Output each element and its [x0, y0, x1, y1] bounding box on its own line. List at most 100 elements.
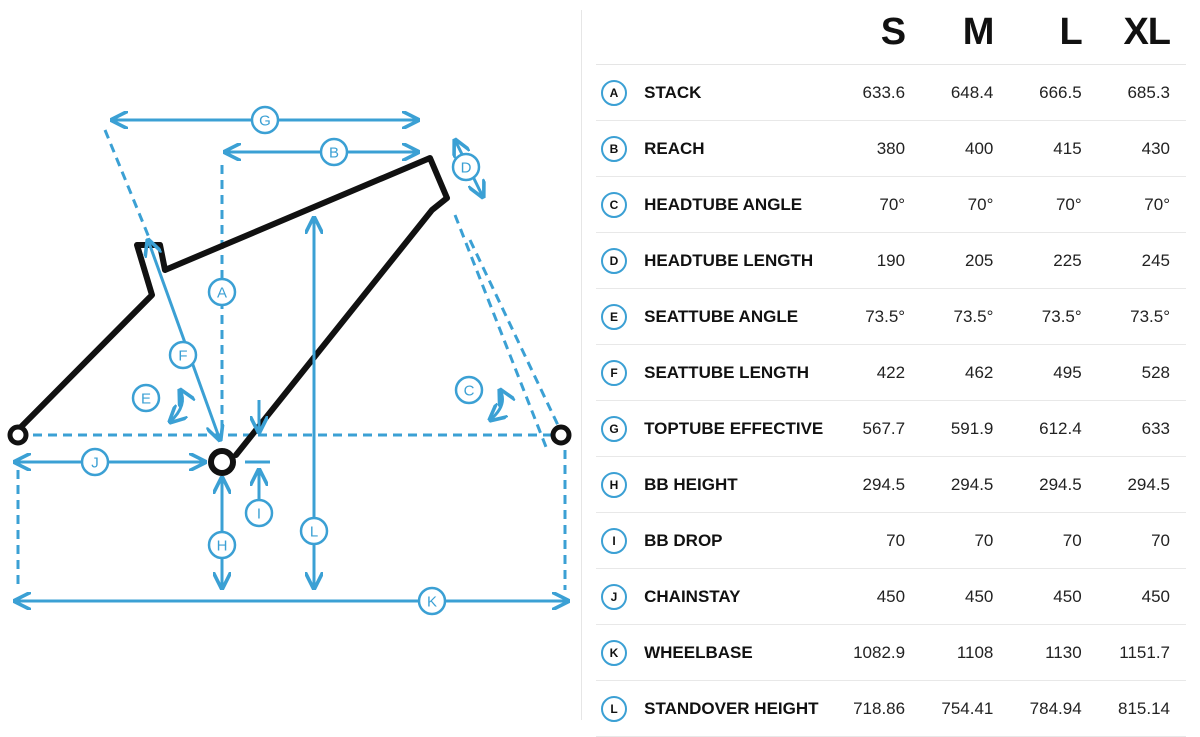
size-header: M	[921, 0, 1010, 65]
dimension-value: 70°	[1097, 176, 1186, 233]
dimension-value: 685.3	[1097, 64, 1186, 121]
dimension-value: 1082.9	[832, 624, 922, 681]
dimension-value: 70	[921, 512, 1010, 569]
dashed-guides	[16, 129, 567, 590]
dimension-value: 754.41	[921, 680, 1010, 737]
row-badge-cell: D	[596, 232, 633, 289]
frame-outline	[17, 155, 450, 458]
dimension-value: 1130	[1009, 624, 1098, 681]
dimension-value: 73.5°	[921, 288, 1010, 345]
dimension-value: 450	[921, 568, 1010, 625]
dimension-letter-badge: L	[601, 695, 627, 722]
dimension-value: 73.5°	[1009, 288, 1098, 345]
headtube-extension-dashed-a	[453, 214, 550, 453]
dimension-name: STACK	[632, 64, 833, 121]
row-badge-cell: A	[596, 64, 633, 121]
size-header: L	[1009, 0, 1098, 65]
row-badge-cell: H	[596, 456, 633, 513]
dimension-value: 633	[1097, 400, 1186, 457]
row-badge-cell: L	[596, 680, 633, 737]
row-badge-cell: B	[596, 120, 633, 177]
dimension-value: 430	[1097, 120, 1186, 177]
dimension-value: 567.7	[832, 400, 922, 457]
dimension-value: 422	[832, 344, 922, 401]
row-badge-cell: F	[596, 344, 633, 401]
dimension-value: 70°	[921, 176, 1010, 233]
dimension-value: 190	[832, 232, 922, 289]
dimension-letter-badge: F	[601, 359, 627, 386]
svg-text:B: B	[329, 145, 339, 162]
dimension-value: 784.94	[1009, 680, 1098, 737]
dimension-letter-badge: B	[601, 135, 627, 162]
dimension-letter-badge: C	[601, 191, 627, 218]
arrow-f	[148, 240, 220, 440]
dimension-labels: G B D A F E C J I H L K	[80, 105, 484, 616]
label-f: F	[168, 340, 198, 370]
dimension-name: CHAINSTAY	[632, 568, 833, 625]
bottom-bracket	[208, 448, 236, 476]
dimension-name: WHEELBASE	[632, 624, 833, 681]
dimension-value: 450	[832, 568, 922, 625]
dimension-name: TOPTUBE EFFECTIVE	[632, 400, 833, 457]
label-g: G	[250, 105, 280, 135]
size-header: XL	[1097, 0, 1186, 65]
svg-text:E: E	[141, 391, 151, 408]
label-e: E	[131, 383, 161, 413]
size-header-row: S M L XL	[596, 0, 1186, 65]
svg-text:H: H	[217, 538, 228, 555]
label-k: K	[417, 586, 447, 616]
dimension-name: REACH	[632, 120, 833, 177]
svg-text:F: F	[178, 348, 187, 365]
dimension-name: BB HEIGHT	[632, 456, 833, 513]
svg-text:D: D	[461, 160, 472, 177]
dimension-name: HEADTUBE LENGTH	[632, 232, 833, 289]
dimension-name: SEATTUBE LENGTH	[632, 344, 833, 401]
header-spacer	[596, 0, 833, 65]
headtube-extension-dashed-b	[468, 239, 567, 441]
front-axle	[550, 424, 572, 446]
dimension-value: 70	[1097, 512, 1186, 569]
row-badge-cell: C	[596, 176, 633, 233]
dimension-value: 450	[1097, 568, 1186, 625]
dimension-value: 73.5°	[832, 288, 922, 345]
dimension-value: 591.9	[921, 400, 1010, 457]
label-i: I	[244, 498, 274, 528]
dimension-value: 1151.7	[1097, 624, 1186, 681]
dimension-value: 294.5	[1009, 456, 1098, 513]
label-b: B	[319, 137, 349, 167]
dimension-name: STANDOVER HEIGHT	[632, 680, 833, 737]
dimension-value: 294.5	[832, 456, 922, 513]
dimension-letter-badge: A	[601, 79, 627, 106]
svg-text:I: I	[257, 506, 261, 523]
dimension-value: 294.5	[921, 456, 1010, 513]
row-badge-cell: J	[596, 568, 633, 625]
dimension-value: 70	[832, 512, 922, 569]
dimension-value: 612.4	[1009, 400, 1098, 457]
dimension-letter-badge: G	[601, 415, 627, 442]
frame-geometry-diagram: G B D A F E C J I H L K	[7, 105, 572, 616]
row-badge-cell: K	[596, 624, 633, 681]
dimension-value: 815.14	[1097, 680, 1186, 737]
dimension-value: 245	[1097, 232, 1186, 289]
svg-text:L: L	[310, 524, 318, 541]
dimension-value: 415	[1009, 120, 1098, 177]
label-h: H	[207, 530, 237, 560]
arrow-e	[170, 390, 182, 422]
svg-text:A: A	[217, 285, 227, 302]
dimension-value: 380	[832, 120, 922, 177]
dimension-value: 70°	[832, 176, 922, 233]
label-a: A	[207, 277, 237, 307]
dimension-name: HEADTUBE ANGLE	[632, 176, 833, 233]
row-badge-cell: I	[596, 512, 633, 569]
